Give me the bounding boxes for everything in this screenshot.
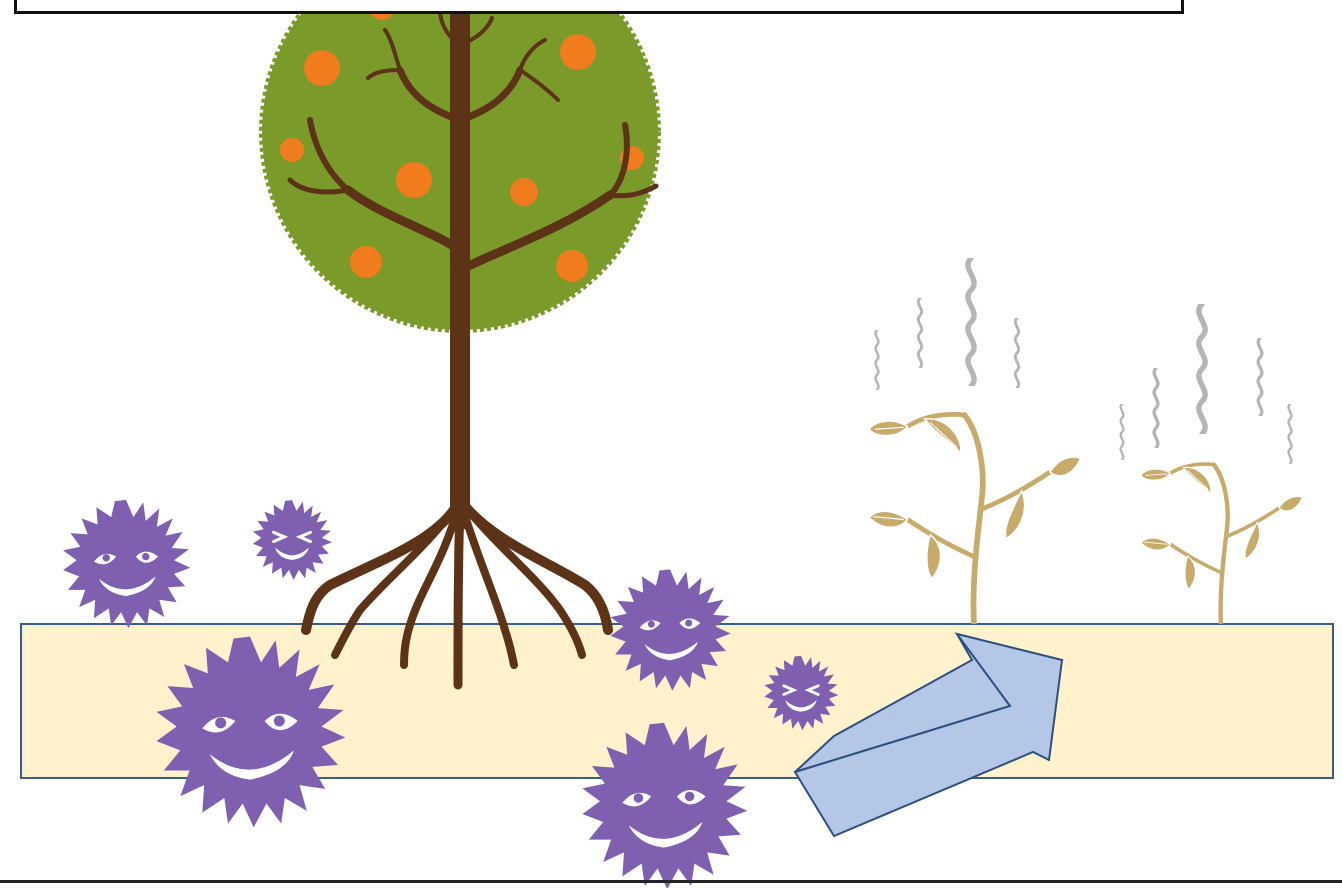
- bottom-divider: [0, 880, 1342, 883]
- title-box: [14, 0, 1184, 14]
- fruit-tree-icon: [262, 0, 658, 685]
- wilted-plant-icon: [870, 258, 1081, 624]
- germ-icon: [63, 500, 190, 628]
- germ-icon: [253, 500, 332, 580]
- wilted-plant-icon: [1121, 304, 1303, 624]
